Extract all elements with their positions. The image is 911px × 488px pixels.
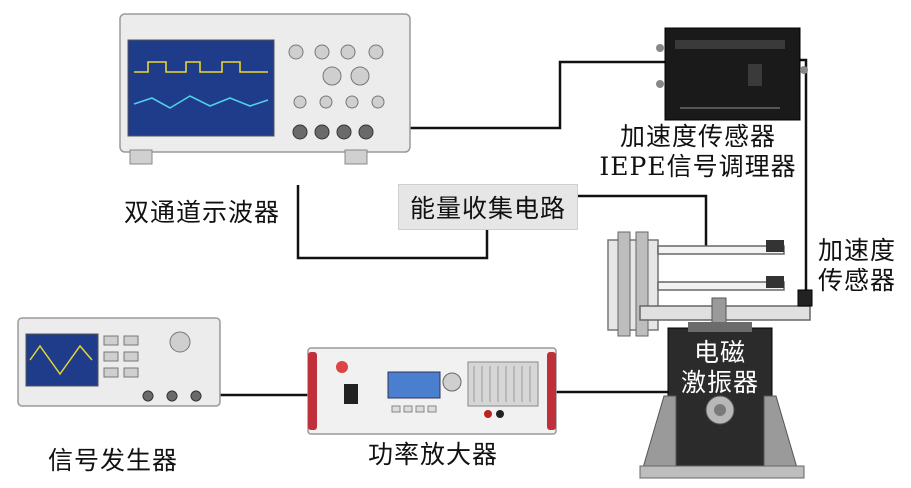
signal-generator-device xyxy=(17,317,221,407)
wire-conditioner-to-sensor xyxy=(800,58,808,292)
iepe-conditioner-device xyxy=(656,27,808,121)
accel-sensor-label-line2: 传感器 xyxy=(818,265,897,295)
power-amplifier-device xyxy=(307,347,557,435)
energy-harvesting-circuit-label: 能量收集电路 xyxy=(398,184,578,230)
cantilever-beam xyxy=(607,231,811,337)
acceleration-sensor-device xyxy=(797,289,813,307)
accel-sensor-label: 加速度 传感器 xyxy=(818,236,896,295)
conditioner-label-line1: 加速度传感器 xyxy=(619,122,776,151)
electromagnetic-exciter-device xyxy=(639,322,805,479)
wire-oscilloscope-to-energy-circuit xyxy=(296,185,489,260)
exciter-label-line1: 电磁 xyxy=(693,338,746,367)
oscilloscope-label: 双通道示波器 xyxy=(124,198,281,227)
power-amplifier-label: 功率放大器 xyxy=(368,440,499,469)
exciter-label: 电磁 激振器 xyxy=(676,338,764,397)
signal-generator-label: 信号发生器 xyxy=(48,446,179,475)
exciter-label-line2: 激振器 xyxy=(680,367,759,397)
wire-energy-circuit-to-beam xyxy=(576,194,708,250)
conditioner-label: 加速度传感器 IEPE信号调理器 xyxy=(586,122,810,181)
wires xyxy=(218,58,808,397)
wire-oscilloscope-to-conditioner xyxy=(405,60,665,130)
conditioner-label-line2: IEPE信号调理器 xyxy=(599,151,797,181)
oscilloscope-device xyxy=(119,13,411,165)
accel-sensor-label-line1: 加速度 xyxy=(818,236,897,265)
